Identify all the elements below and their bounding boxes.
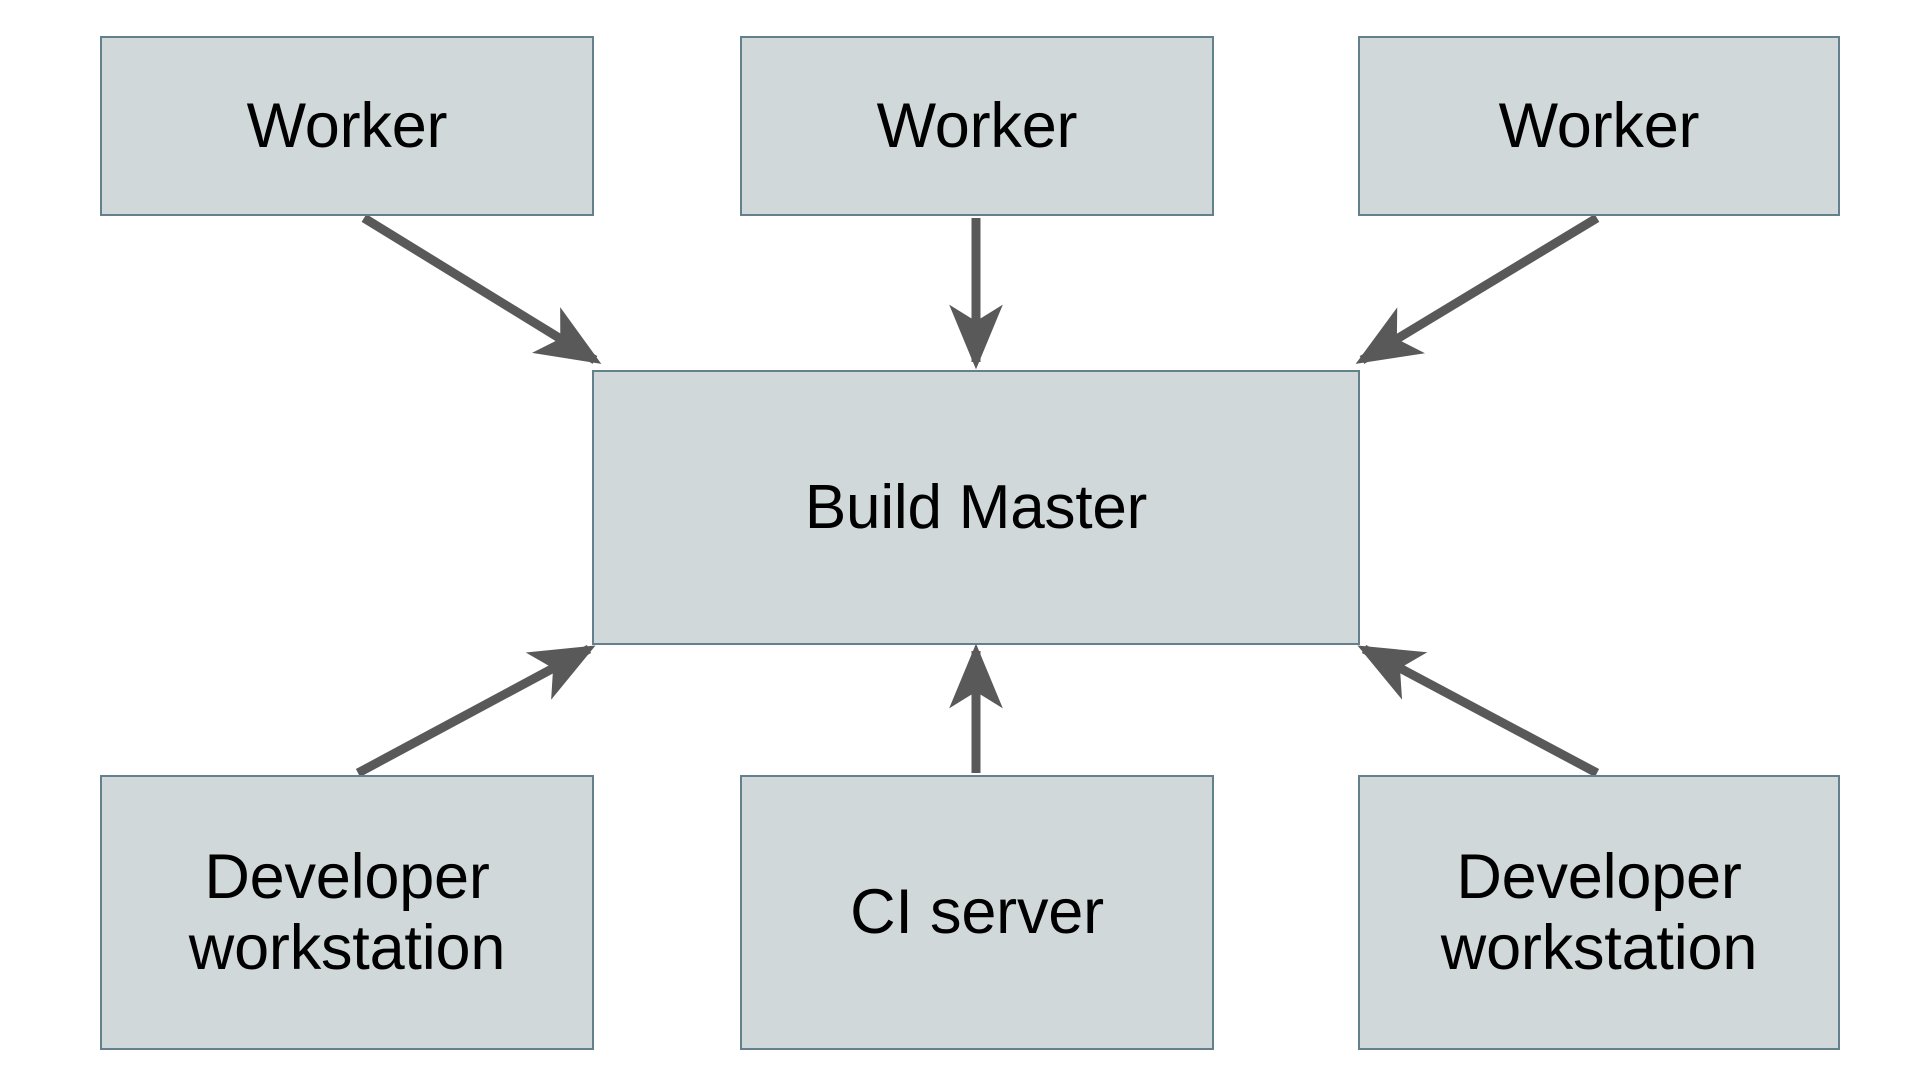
edge-worker-3-to-build-master <box>1355 214 1600 364</box>
node-worker-1-label: Worker <box>246 90 448 161</box>
node-developer-workstation-left-label: Developer workstation <box>188 841 506 983</box>
edge-worker-1-to-build-master <box>361 214 602 364</box>
node-worker-2-label: Worker <box>876 90 1078 161</box>
node-ci-server-label: CI server <box>850 877 1104 948</box>
node-developer-workstation-right-label: Developer workstation <box>1440 841 1758 983</box>
node-worker-3-label: Worker <box>1498 90 1700 161</box>
node-worker-3[interactable]: Worker <box>1358 36 1840 216</box>
node-developer-workstation-right[interactable]: Developer workstation <box>1358 775 1840 1050</box>
node-worker-1[interactable]: Worker <box>100 36 594 216</box>
node-developer-workstation-left[interactable]: Developer workstation <box>100 775 594 1050</box>
node-ci-server[interactable]: CI server <box>740 775 1214 1050</box>
edge-dev-ws-left-to-build-master <box>355 645 596 777</box>
edge-dev-ws-right-to-build-master <box>1357 645 1600 777</box>
node-build-master-label: Build Master <box>804 472 1148 542</box>
node-build-master[interactable]: Build Master <box>592 370 1360 645</box>
node-worker-2[interactable]: Worker <box>740 36 1214 216</box>
